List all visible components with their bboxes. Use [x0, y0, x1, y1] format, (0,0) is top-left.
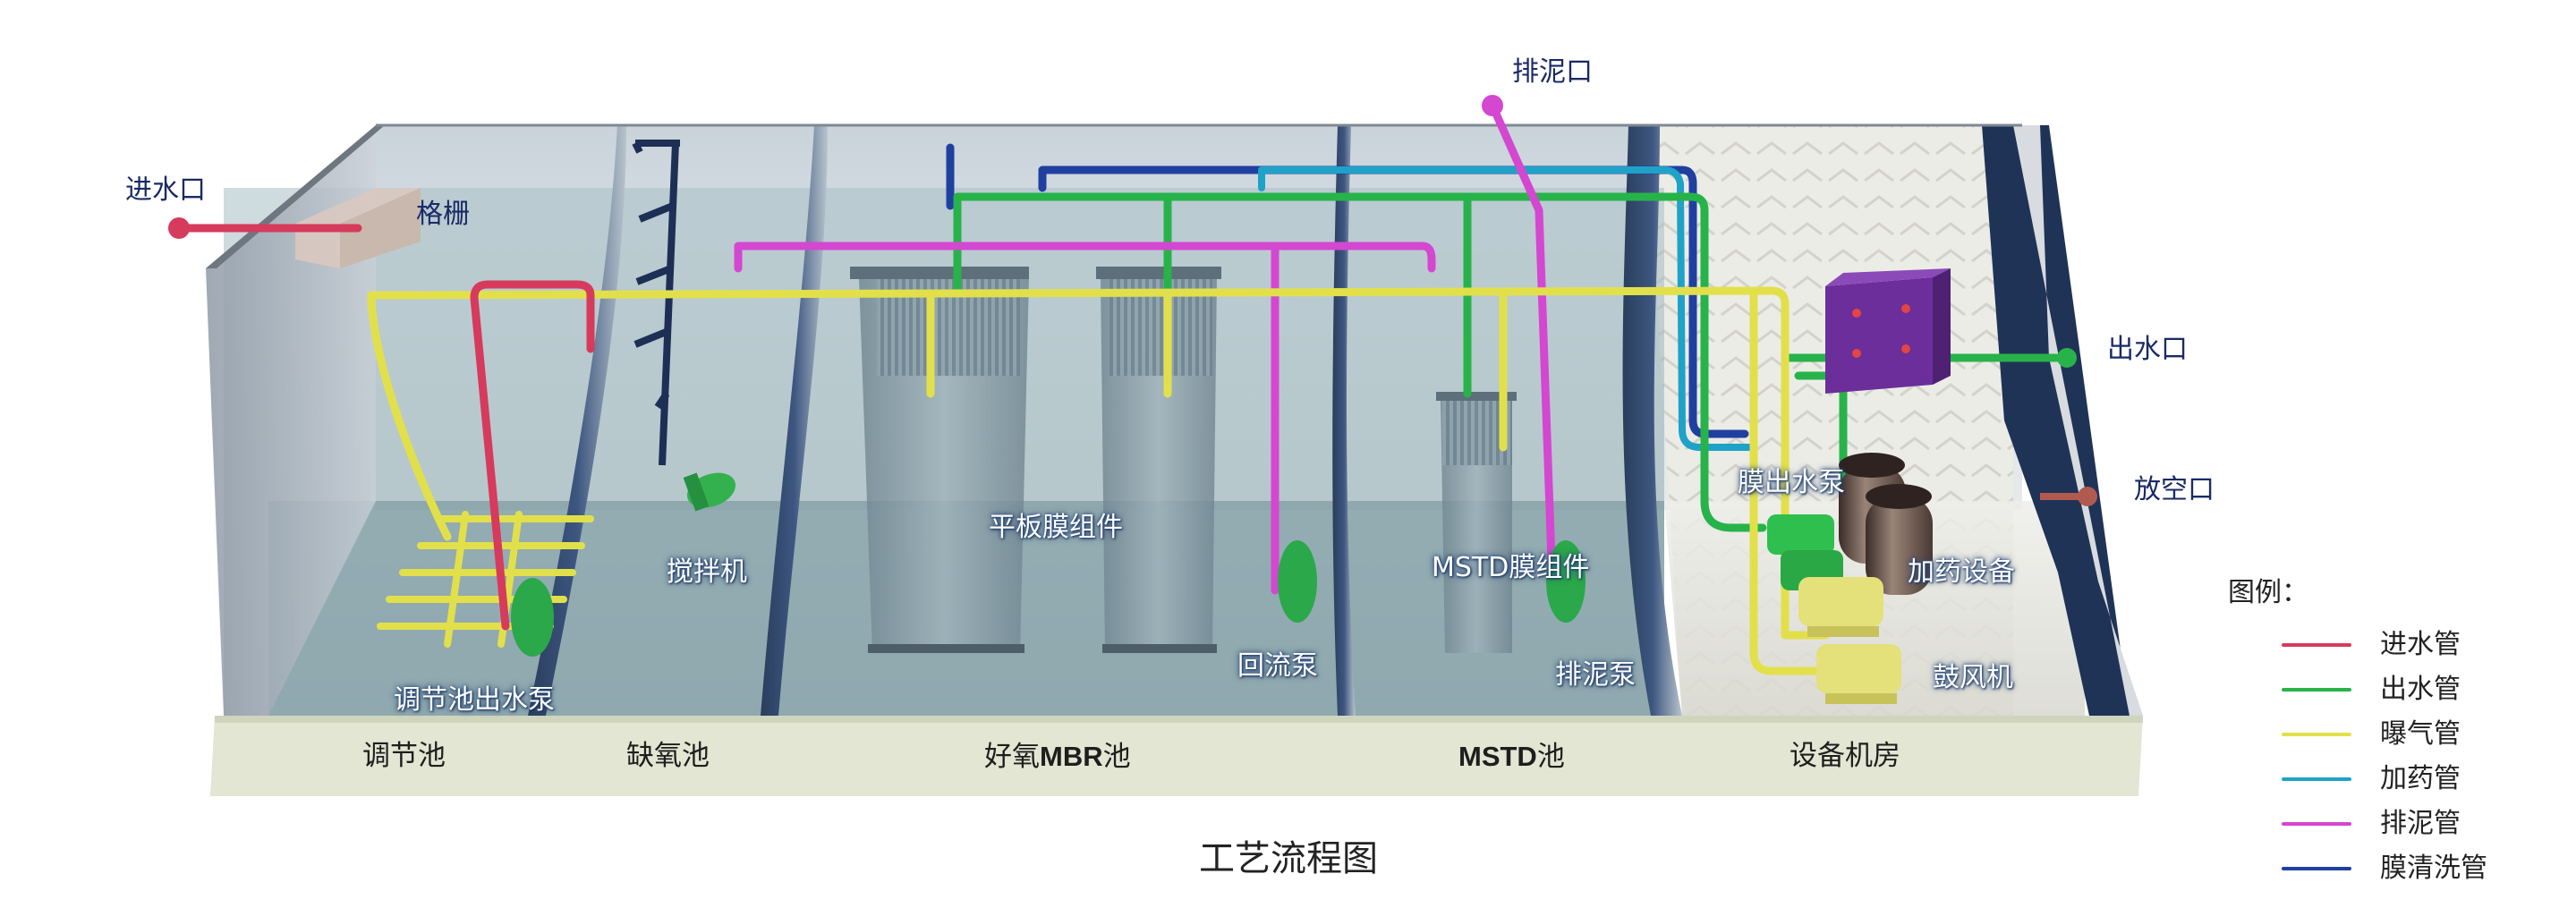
flat-membrane-label: 平板膜组件: [989, 514, 1123, 541]
mixer-label: 搅拌机: [667, 559, 747, 586]
inlet-label: 进水口: [125, 177, 206, 204]
legend-swatch-sludge: [2282, 822, 2351, 826]
diagram-title: 工艺流程图: [1199, 841, 1378, 877]
legend-label: 加药管: [2380, 766, 2461, 793]
legend-swatch-inlet: [2282, 643, 2351, 647]
legend-swatch-dosing: [2282, 777, 2351, 781]
zone-regulating: 调节池: [362, 743, 446, 770]
sludge-pump-label: 排泥泵: [1555, 662, 1636, 689]
screen-label: 格栅: [416, 201, 470, 228]
membrane-pump-label: 膜出水泵: [1738, 470, 1845, 496]
legend-item-cleaning: 膜清洗管: [2282, 846, 2487, 891]
sludge-outlet-label: 排泥口: [1512, 59, 1593, 86]
blower-label: 鼓风机: [1933, 665, 2013, 692]
legend-label: 进水管: [2380, 632, 2461, 658]
dosing-equipment-label: 加药设备: [1908, 559, 2015, 586]
control-cabinet: [1825, 268, 1951, 394]
legend-swatch-cleaning: [2282, 867, 2351, 870]
vent-label: 放空口: [2134, 477, 2215, 504]
legend-swatch-outlet: [2282, 688, 2351, 692]
legend-title: 图例：: [2228, 580, 2487, 607]
legend-item-aeration: 曝气管: [2282, 712, 2487, 757]
legend-item-sludge: 排泥管: [2282, 802, 2487, 846]
mstd-membrane-label: MSTD膜组件: [1432, 555, 1589, 581]
zone-anoxic: 缺氧池: [626, 743, 710, 770]
legend-item-outlet: 出水管: [2282, 667, 2487, 712]
legend-label: 曝气管: [2380, 721, 2461, 748]
legend-label: 出水管: [2380, 676, 2461, 703]
regulating-pump-label: 调节池出水泵: [394, 687, 555, 714]
zone-mstd: MSTD池: [1458, 743, 1565, 771]
legend-label: 排泥管: [2380, 810, 2461, 837]
outlet-label: 出水口: [2107, 336, 2188, 363]
zone-aerobic-mbr: 好氧MBR池: [984, 743, 1131, 771]
legend-label: 膜清洗管: [2380, 855, 2487, 882]
legend: 图例： 进水管 出水管 曝气管 加药管 排泥管 膜清洗管: [2228, 580, 2487, 891]
zone-equipment-room: 设备机房: [1790, 743, 1900, 770]
reflux-pump-label: 回流泵: [1237, 653, 1318, 680]
legend-swatch-aeration: [2282, 733, 2351, 736]
legend-item-dosing: 加药管: [2282, 757, 2487, 802]
legend-item-inlet: 进水管: [2282, 623, 2487, 667]
